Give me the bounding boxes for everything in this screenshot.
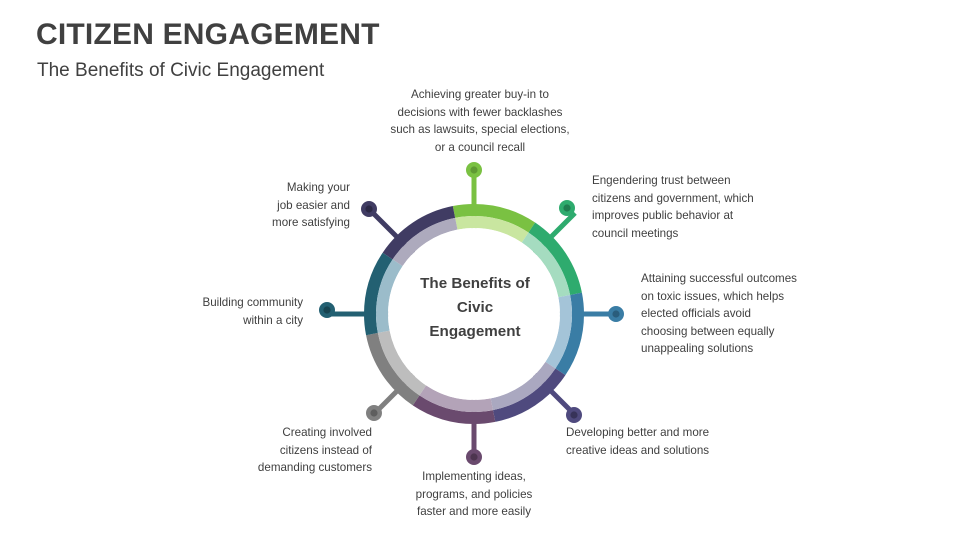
donut-inner-ring	[376, 216, 572, 412]
label-line: Attaining successful outcomes	[641, 272, 797, 285]
label-line: Creating involved	[282, 426, 372, 439]
label-line: more satisfying	[272, 216, 350, 229]
label-line: programs, and policies	[415, 487, 533, 501]
page-title: CITIZEN ENGAGEMENT	[36, 18, 380, 51]
center-label-line: The Benefits of	[420, 275, 530, 292]
ring-seg-light-right	[376, 216, 572, 412]
node-dot-inner-top-left	[365, 205, 373, 213]
label-line: elected officials avoid	[641, 307, 751, 320]
label-line: citizens instead of	[279, 443, 372, 457]
label-line: choosing between equally	[641, 324, 775, 338]
ring-seg-bottom[interactable]	[364, 204, 584, 424]
label-node-bottom: Implementing ideas, programs, and policie…	[395, 468, 553, 521]
label-line: decisions with fewer backlashes	[397, 105, 563, 119]
label-line: job easier and	[277, 198, 350, 212]
node-dot-inner-top-right	[563, 204, 571, 212]
node-dot-inner-right	[612, 310, 620, 318]
label-line: Achieving greater buy-in to	[411, 88, 549, 101]
label-line: faster and more easily	[416, 505, 532, 518]
label-line: Developing better and more	[566, 426, 710, 439]
label-node-top-left: Making your job easier and more satisfying	[245, 179, 350, 232]
label-node-bottom-right: Developing better and more creative ideas…	[566, 424, 761, 459]
ring-seg-light-left	[376, 216, 572, 412]
label-node-left: Building community within a city	[170, 294, 303, 329]
node-dot-inner-bottom-left	[370, 409, 378, 417]
node-dot-inner-left	[323, 306, 331, 314]
page-subtitle: The Benefits of Civic Engagement	[37, 60, 325, 81]
label-node-top-right: Engendering trust between citizens and go…	[592, 172, 797, 242]
label-node-top: Achieving greater buy-in to decisions wit…	[385, 86, 575, 156]
node-dot-inner-bottom-right	[570, 411, 578, 419]
label-line: unappealing solutions	[641, 342, 754, 355]
label-line: demanding customers	[257, 461, 372, 474]
label-line: Building community	[202, 296, 303, 309]
ring-seg-light-bottom	[376, 216, 572, 412]
label-node-right: Attaining successful outcomes on toxic is…	[641, 270, 821, 358]
ring-seg-light-top	[376, 216, 572, 412]
ring-seg-top[interactable]	[364, 204, 584, 424]
label-line: improves public behavior at	[592, 209, 734, 222]
ring-seg-right[interactable]	[364, 204, 584, 424]
ring-seg-left[interactable]	[364, 204, 584, 424]
label-line: council meetings	[592, 226, 679, 240]
center-label-line: Engagement	[429, 323, 521, 340]
node-dot-inner-bottom	[470, 453, 478, 461]
label-line: Making your	[286, 181, 350, 194]
donut-hole	[388, 228, 560, 400]
label-line: Implementing ideas,	[422, 470, 526, 483]
node-dot-inner-top	[470, 166, 478, 174]
label-line: citizens and government, which	[592, 191, 754, 205]
label-line: such as lawsuits, special elections,	[390, 123, 570, 136]
donut-outer-ring	[364, 204, 584, 424]
label-node-bottom-left: Creating involved citizens instead of dema…	[237, 424, 372, 477]
label-line: creative ideas and solutions	[566, 443, 710, 457]
label-line: or a council recall	[434, 140, 526, 154]
label-line: within a city	[243, 313, 303, 327]
label-line: on toxic issues, which helps	[641, 289, 785, 303]
center-label-line: Civic	[456, 299, 494, 316]
label-line: Engendering trust between	[592, 174, 731, 187]
